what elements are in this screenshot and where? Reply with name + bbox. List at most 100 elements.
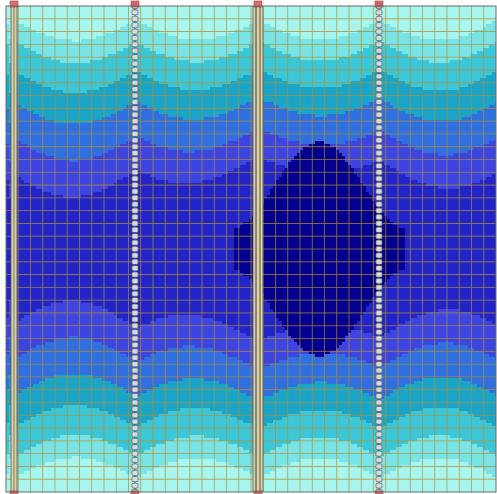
contour-band-cell [399,417,481,421]
contour-band-cell [300,141,316,145]
contour-band-cell [480,78,496,82]
contour-band-cell [438,186,460,190]
contour-band-cell [12,339,55,343]
contour-band-cell [315,114,328,118]
strip-node-marker [131,226,139,233]
strip-node-marker [131,278,139,284]
strip-node-marker [131,143,139,150]
contour-band-cell [12,381,40,385]
contour-band-cell [345,111,406,115]
contour-band-cell [6,363,250,367]
contour-band-cell [6,360,136,364]
strip-node-marker [131,233,139,240]
contour-band-cell [81,300,268,304]
contour-band-cell [12,114,40,118]
contour-band-cell [6,228,235,232]
contour-band-cell [117,315,169,319]
strip-node-marker [131,354,139,361]
contour-band-cell [15,309,37,313]
contour-band-cell [396,168,496,172]
contour-band-cell [12,120,55,124]
contour-band-cell [288,162,349,166]
contour-band-cell [6,156,10,160]
contour-band-cell [6,441,10,445]
contour-band-cell [273,393,370,397]
contour-band-cell [132,423,142,427]
contour-band-cell [144,450,250,454]
contour-band-cell [168,33,229,37]
strip-node-marker [375,284,383,291]
contour-band-cell [153,78,238,82]
contour-band-cell [405,240,496,244]
strip-node-marker [375,99,383,105]
strip-node-marker [131,252,139,259]
contour-band-cell [6,216,253,220]
contour-band-cell [6,99,256,103]
contour-band-cell [468,462,496,466]
contour-band-cell [39,114,112,118]
strip-node-marker [131,265,139,272]
strip-node-marker [375,476,383,483]
contour-band-cell [483,108,496,112]
contour-band-cell [6,60,10,64]
strip-node-marker [375,258,383,265]
contour-band-cell [6,306,10,310]
strip-node-marker [375,297,383,304]
contour-band-cell [405,255,496,259]
strip-node-marker [375,124,383,131]
contour-band-cell [24,315,118,319]
contour-band-cell [345,336,496,340]
contour-band-cell [411,462,469,466]
contour-band-cell [300,411,343,415]
contour-band-cell [213,177,280,181]
contour-band-cell [288,108,355,112]
contour-band-cell [174,57,220,61]
contour-band-cell [99,408,181,412]
strip-node-marker [375,201,383,208]
contour-band-cell [15,348,31,352]
contour-band-cell [12,405,64,409]
contour-band-cell [276,468,364,472]
strip-node-marker [131,35,139,41]
contour-band-cell [150,48,244,52]
contour-band-cell [24,180,118,184]
contour-band-cell [462,438,496,442]
contour-band-cell [15,48,31,52]
contour-band-cell [402,51,478,55]
contour-band-cell [138,453,256,457]
contour-band-cell [276,48,364,52]
contour-band-cell [120,468,154,472]
contour-band-cell [345,384,406,388]
strip-node-marker [131,290,139,297]
contour-band-cell [126,354,151,358]
contour-band-cell [267,159,292,163]
contour-band-cell [114,147,169,151]
contour-band-cell [291,462,349,466]
contour-band-cell [6,24,10,28]
contour-band-cell [12,462,46,466]
contour-band-cell [12,336,70,340]
contour-band-cell [402,141,490,145]
contour-band-cell [15,150,37,154]
contour-band-cell [285,327,355,331]
contour-band-cell [405,384,478,388]
contour-band-cell [270,450,370,454]
contour-band-cell [372,423,388,427]
contour-band-cell [480,417,496,421]
contour-band-cell [6,279,253,283]
contour-band-cell [102,378,184,382]
contour-band-cell [405,249,496,253]
strip-node-marker [375,175,383,182]
contour-band-cell [54,120,94,124]
contour-band-cell [27,387,124,391]
contour-band-cell [366,189,496,193]
contour-band-cell [81,456,496,460]
contour-band-cell [63,90,88,94]
contour-band-cell [477,51,496,55]
contour-band-cell [141,102,247,106]
contour-band-cell [252,216,388,220]
contour-band-cell [438,342,454,346]
contour-band-cell [6,351,10,355]
contour-band-cell [195,345,301,349]
